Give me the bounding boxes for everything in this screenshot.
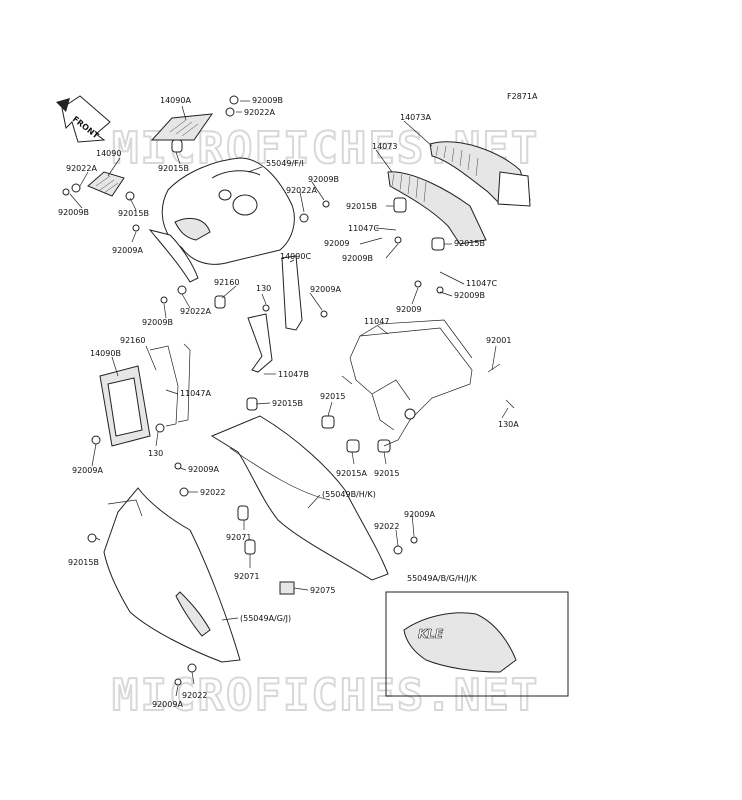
front-arrow-icon: FRONT	[56, 95, 111, 143]
part-label: 11047C	[348, 224, 379, 233]
part-14090-shape	[62, 171, 135, 201]
part-label: 14090	[96, 149, 121, 158]
bracket-11047B	[247, 255, 303, 373]
part-label: 92015	[320, 392, 345, 401]
part-label: 92160	[214, 278, 239, 287]
part-label: 92009A	[112, 246, 143, 255]
part-label: 92009B	[58, 208, 89, 217]
part-label: 92009A	[188, 465, 219, 474]
part-label: 11047A	[180, 389, 211, 398]
air-duct-14073A	[429, 141, 531, 207]
part-label: 130	[256, 284, 271, 293]
part-label: 92009B	[142, 318, 173, 327]
part-label: 92015B	[158, 164, 189, 173]
part-label: 92009	[396, 305, 421, 314]
part-label: 92075	[310, 586, 335, 595]
part-label: 92015B	[68, 558, 99, 567]
part-label: (55049B/H/K)	[322, 490, 376, 499]
part-label: 92009B	[308, 175, 339, 184]
part-label: 92160	[120, 336, 145, 345]
part-label: 92009B	[342, 254, 373, 263]
part-label: 55049/F/I	[266, 159, 304, 168]
part-label: 92022A	[66, 164, 97, 173]
part-label: 14090A	[160, 96, 191, 105]
part-label: 11047B	[278, 370, 309, 379]
part-label: 14090B	[90, 349, 121, 358]
upper-cowl	[148, 157, 295, 283]
part-label: 92015B	[346, 202, 377, 211]
part-label: 92015B	[118, 209, 149, 218]
part-label: 11047C	[466, 279, 497, 288]
svg-text:KLE: KLE	[418, 627, 444, 641]
part-label: 130	[148, 449, 163, 458]
part-label: 92022	[182, 691, 207, 700]
figure-code: F2871A	[507, 92, 538, 101]
part-labels: 14090A 92009B 92022A 14090 92022A 92009B…	[58, 96, 519, 709]
lower-cowl	[103, 487, 241, 663]
part-label: 92022	[374, 522, 399, 531]
part-label: 130A	[498, 420, 519, 429]
part-label: 92009A	[72, 466, 103, 475]
part-label: 92071	[226, 533, 251, 542]
part-label: 92009A	[404, 510, 435, 519]
part-label: 92022A	[286, 186, 317, 195]
part-label: 92022A	[244, 108, 275, 117]
part-label: 92009A	[310, 285, 341, 294]
part-label: 14073A	[400, 113, 431, 122]
inset-label: 55049A/B/G/H/J/K	[407, 574, 477, 583]
part-label: 92009	[324, 239, 349, 248]
part-label: 92071	[234, 572, 259, 581]
part-14090A-shape	[150, 113, 214, 153]
inset-box: KLE	[385, 591, 569, 697]
air-duct-14073	[387, 171, 487, 245]
side-panel-14090B	[99, 343, 191, 447]
part-label: 14090C	[280, 252, 311, 261]
part-label: 92015A	[336, 469, 367, 478]
part-label: 92015	[374, 469, 399, 478]
part-label: 92009B	[454, 291, 485, 300]
part-label: 11047	[364, 317, 389, 326]
part-label: 92022	[200, 488, 225, 497]
middle-cowl	[210, 415, 389, 581]
part-label: 92022A	[180, 307, 211, 316]
part-label: 92009A	[152, 700, 183, 709]
part-label: 92001	[486, 336, 511, 345]
part-label: 92009B	[252, 96, 283, 105]
part-label: 92015B	[454, 239, 485, 248]
leader-lines	[69, 100, 509, 697]
part-label: 92015B	[272, 399, 303, 408]
part-label: (55049A/G/J)	[240, 614, 291, 623]
part-label: 14073	[372, 142, 397, 151]
fairing-stay-11047	[341, 319, 473, 447]
